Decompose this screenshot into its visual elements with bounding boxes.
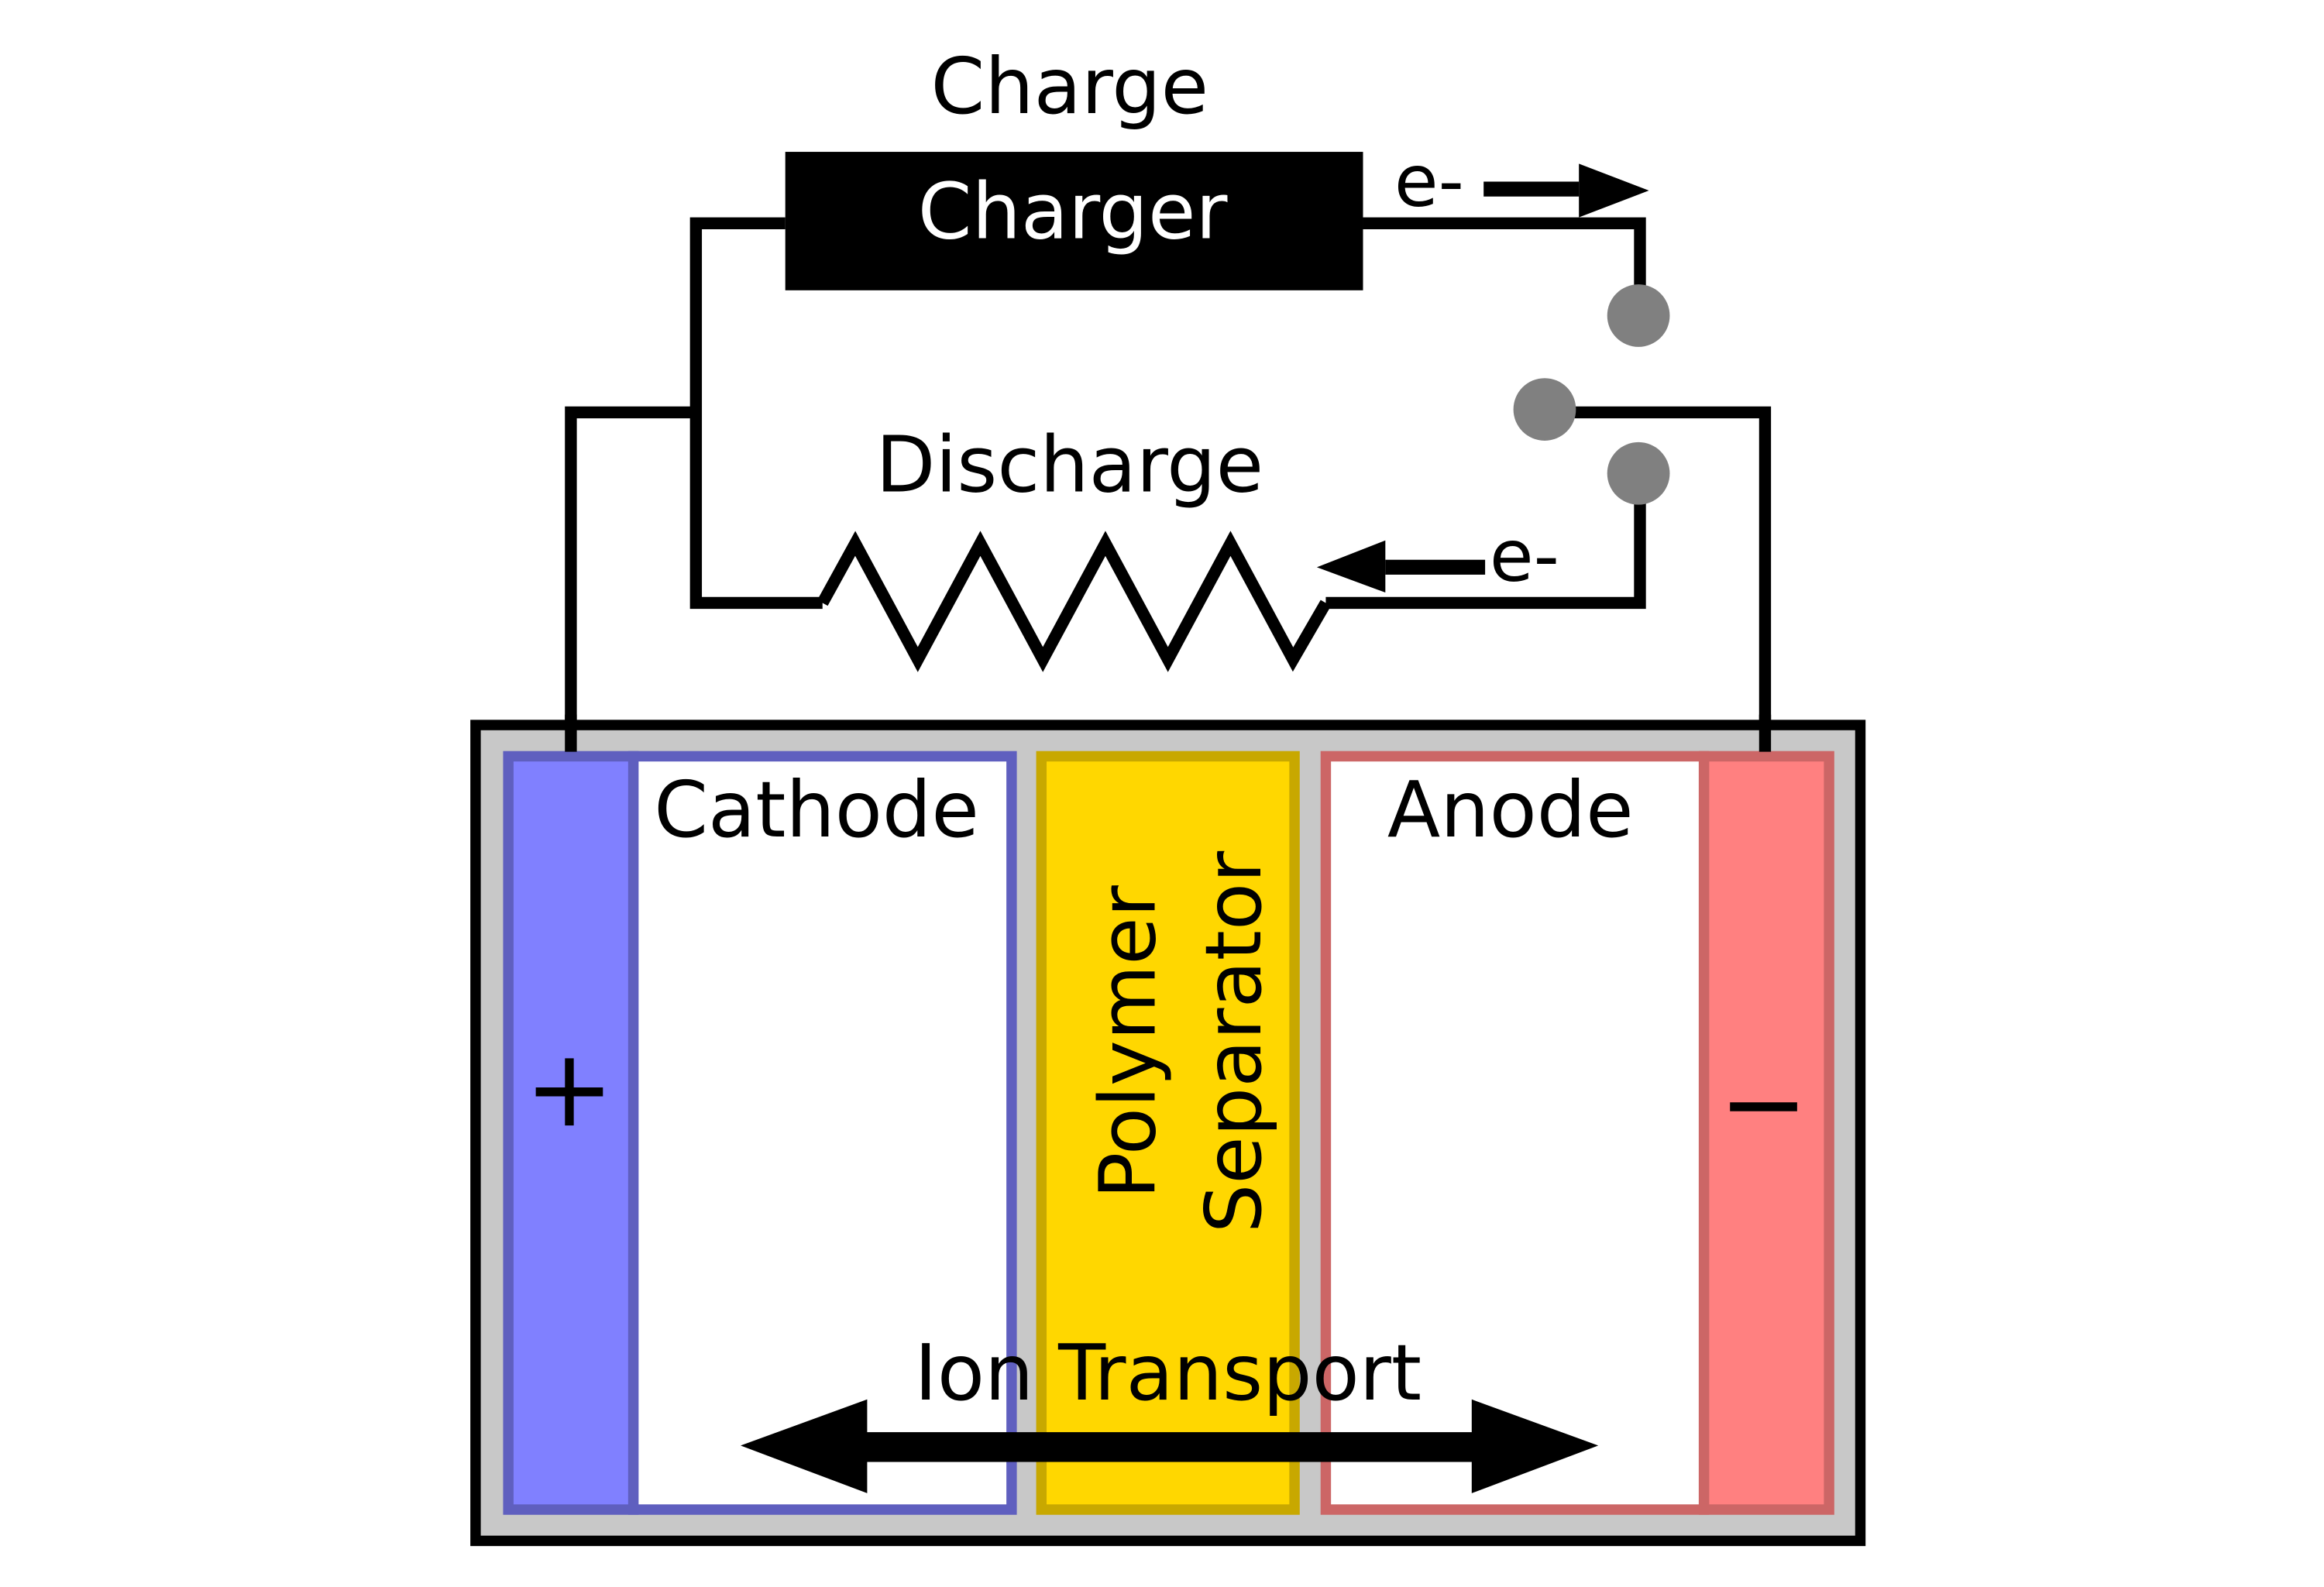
- switch-contact-discharge[interactable]: [1607, 441, 1670, 505]
- circuit-wires: [565, 217, 1772, 752]
- switch-contact-common[interactable]: [1513, 378, 1576, 441]
- anode-label: Anode: [1387, 764, 1634, 855]
- cathode-label: Cathode: [654, 764, 979, 855]
- electron-arrow-left: [1316, 540, 1486, 593]
- cathode-current-collector: [503, 751, 639, 1515]
- charger-box: [785, 152, 1363, 290]
- plus-sign: +: [524, 1026, 614, 1151]
- cathode: [627, 751, 1017, 1515]
- charger-label: Charger: [918, 167, 1229, 257]
- switch-contact-charge[interactable]: [1607, 284, 1670, 347]
- anode-current-collector: [1698, 751, 1834, 1515]
- separator-label-line2: Separator: [1188, 850, 1279, 1233]
- discharge-label: Discharge: [876, 419, 1264, 510]
- separator-label-line1: Polymer: [1082, 885, 1173, 1199]
- resistor: [817, 531, 1332, 672]
- electron-label-bottom: e-: [1490, 514, 1559, 598]
- minus-sign: −: [1719, 1041, 1809, 1166]
- ion-transport-label: Ion Transport: [914, 1328, 1422, 1418]
- polymer-separator: [1036, 751, 1300, 1515]
- ion-transport-arrow: [741, 1399, 1599, 1493]
- electron-label-top: e-: [1394, 139, 1464, 222]
- electron-arrow-right: [1483, 163, 1649, 218]
- charge-label: Charge: [931, 41, 1209, 132]
- anode: [1320, 751, 1710, 1515]
